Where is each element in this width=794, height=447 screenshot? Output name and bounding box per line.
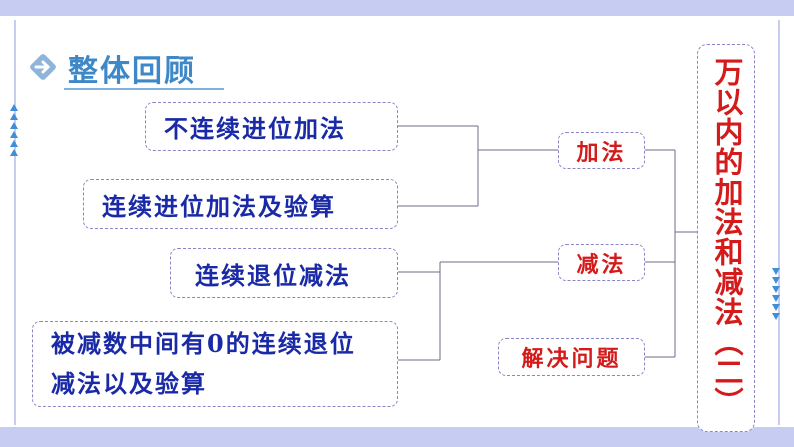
main-title-box: 万以内的加法和减法（二） [697,44,755,432]
right-arrows-icon [772,268,780,320]
topic-label-3: 连续退位减法 [195,260,351,290]
arrow-circle-icon [30,54,56,80]
bottom-decor-band [0,427,794,447]
category-box-problem-solving: 解决问题 [498,338,645,376]
left-arrows-icon [10,104,18,156]
topic-box-2: 连续进位加法及验算 [83,179,398,229]
top-decor-band [0,0,794,16]
slide-frame [14,20,780,425]
topic-label-1: 不连续进位加法 [164,114,346,143]
topic-box-3: 连续退位减法 [170,248,398,298]
main-title: 万以内的加法和减法（二） [710,57,744,417]
category-box-addition: 加法 [558,132,645,169]
title-underline [64,88,224,90]
topic-label-2: 连续进位加法及验算 [102,191,336,221]
topic-box-4: 被减数中间有0的连续退位减法以及验算 [32,321,398,407]
page-title: 整体回顾 [68,54,196,89]
category-label-addition: 加法 [576,139,627,166]
category-label-subtraction: 减法 [576,251,627,278]
topic-label-4: 被减数中间有0的连续退位减法以及验算 [51,329,356,398]
category-label-problem-solving: 解决问题 [521,346,622,372]
category-box-subtraction: 减法 [558,244,645,281]
topic-box-1: 不连续进位加法 [145,102,398,151]
